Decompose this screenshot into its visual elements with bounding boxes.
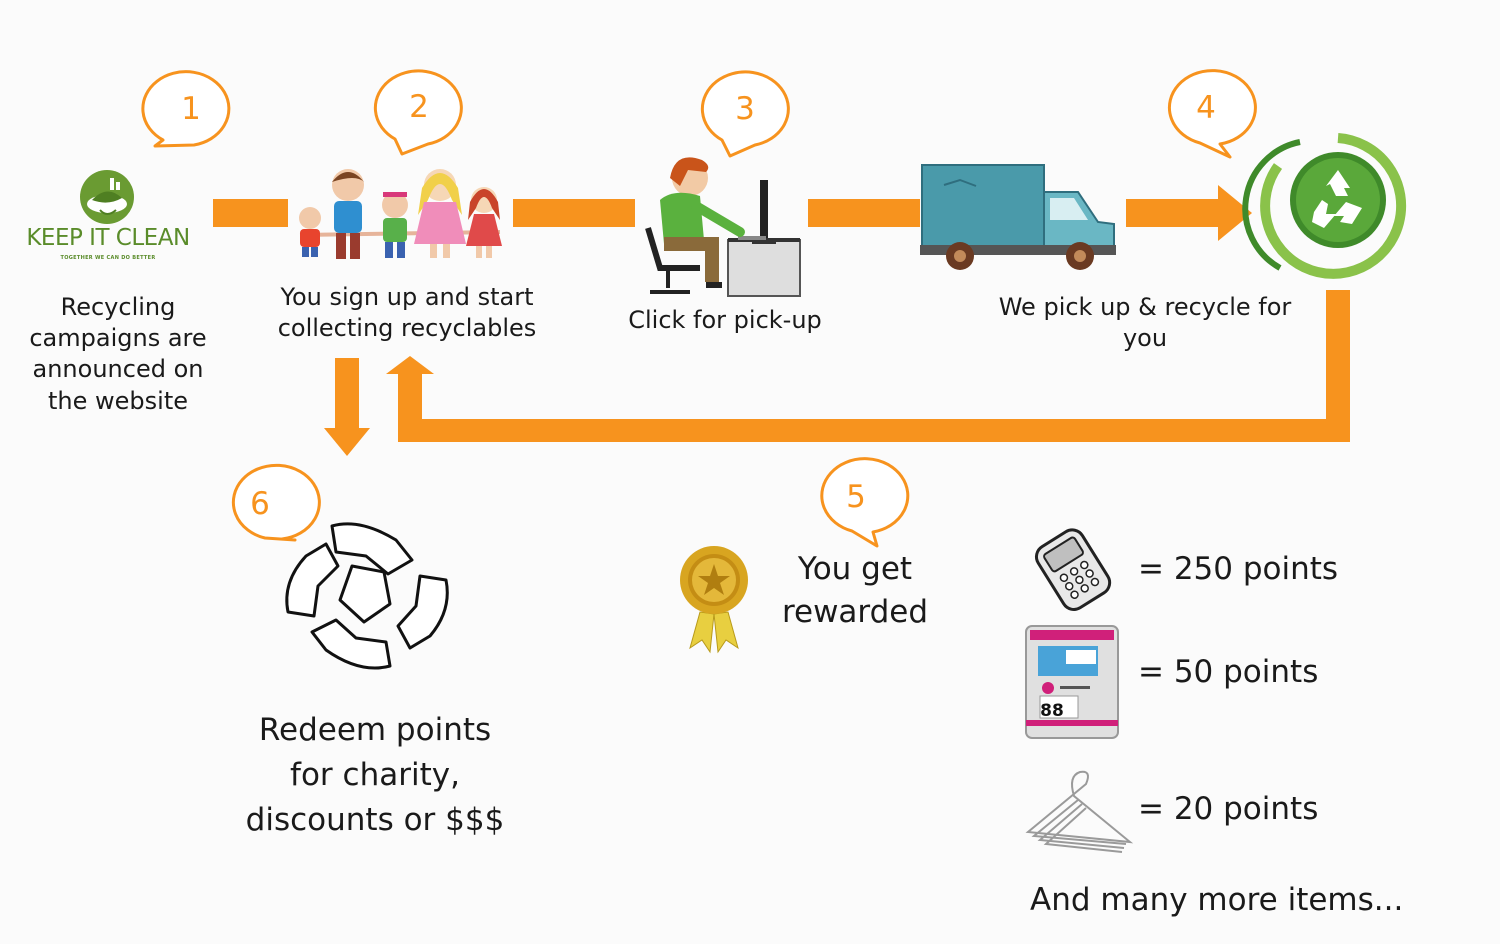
flow-connectors	[213, 185, 1350, 456]
step-5-label: You get rewarded	[781, 551, 929, 631]
reward-hanger-points: = 20 points	[1138, 791, 1319, 827]
mobile-phone-icon	[1034, 528, 1112, 611]
award-ribbon-icon	[680, 546, 748, 654]
truck-icon	[920, 164, 1116, 270]
step-bubble-6	[231, 463, 321, 542]
connector-1-2	[213, 199, 288, 227]
step-number-2: 2	[409, 89, 429, 125]
step-3-label: Click for pick-up	[628, 306, 822, 334]
connector-3-4	[808, 199, 920, 227]
step-bubble-4	[1167, 69, 1257, 159]
step-bubble-3	[700, 70, 790, 158]
recycle-symbol-icon	[1242, 133, 1407, 279]
step-number-6: 6	[250, 486, 270, 522]
connector-2-3	[513, 199, 635, 227]
reward-cartridge-points: = 50 points	[1138, 654, 1319, 690]
cartridge-number: 88	[1040, 701, 1064, 721]
step-bubble-2	[373, 69, 463, 156]
step-number-3: 3	[735, 91, 755, 127]
logo-tagline: TOGETHER WE CAN DO BETTER	[60, 255, 156, 261]
step-1-label: Recycling campaigns are announced on the…	[29, 293, 207, 415]
person-at-computer-icon	[645, 157, 801, 297]
arrow-down-to-redeem	[324, 358, 370, 456]
ink-cartridge-icon: 88	[1025, 625, 1119, 739]
arrow-to-recycle	[1126, 185, 1252, 241]
step-number-5: 5	[846, 479, 866, 515]
reward-phone-points: = 250 points	[1138, 551, 1339, 587]
more-items-note: And many more items...	[1030, 882, 1404, 918]
step-number-1: 1	[181, 91, 201, 127]
step-6-label: Redeem points for charity, discounts or …	[245, 712, 505, 838]
clothes-hanger-icon	[1025, 770, 1134, 853]
return-loop-arrow	[386, 290, 1350, 442]
logo-wordmark: KEEP IT CLEAN	[26, 225, 190, 251]
step-number-4: 4	[1196, 90, 1216, 126]
step-bubble-5	[820, 457, 910, 548]
step-2-label: You sign up and start collecting recycla…	[277, 283, 537, 343]
step-4-label: We pick up & recycle for you	[998, 293, 1292, 353]
step-bubble-1	[141, 70, 231, 148]
keep-it-clean-logo-icon	[80, 170, 134, 224]
joined-hands-icon	[285, 522, 449, 670]
family-icon	[299, 169, 502, 259]
